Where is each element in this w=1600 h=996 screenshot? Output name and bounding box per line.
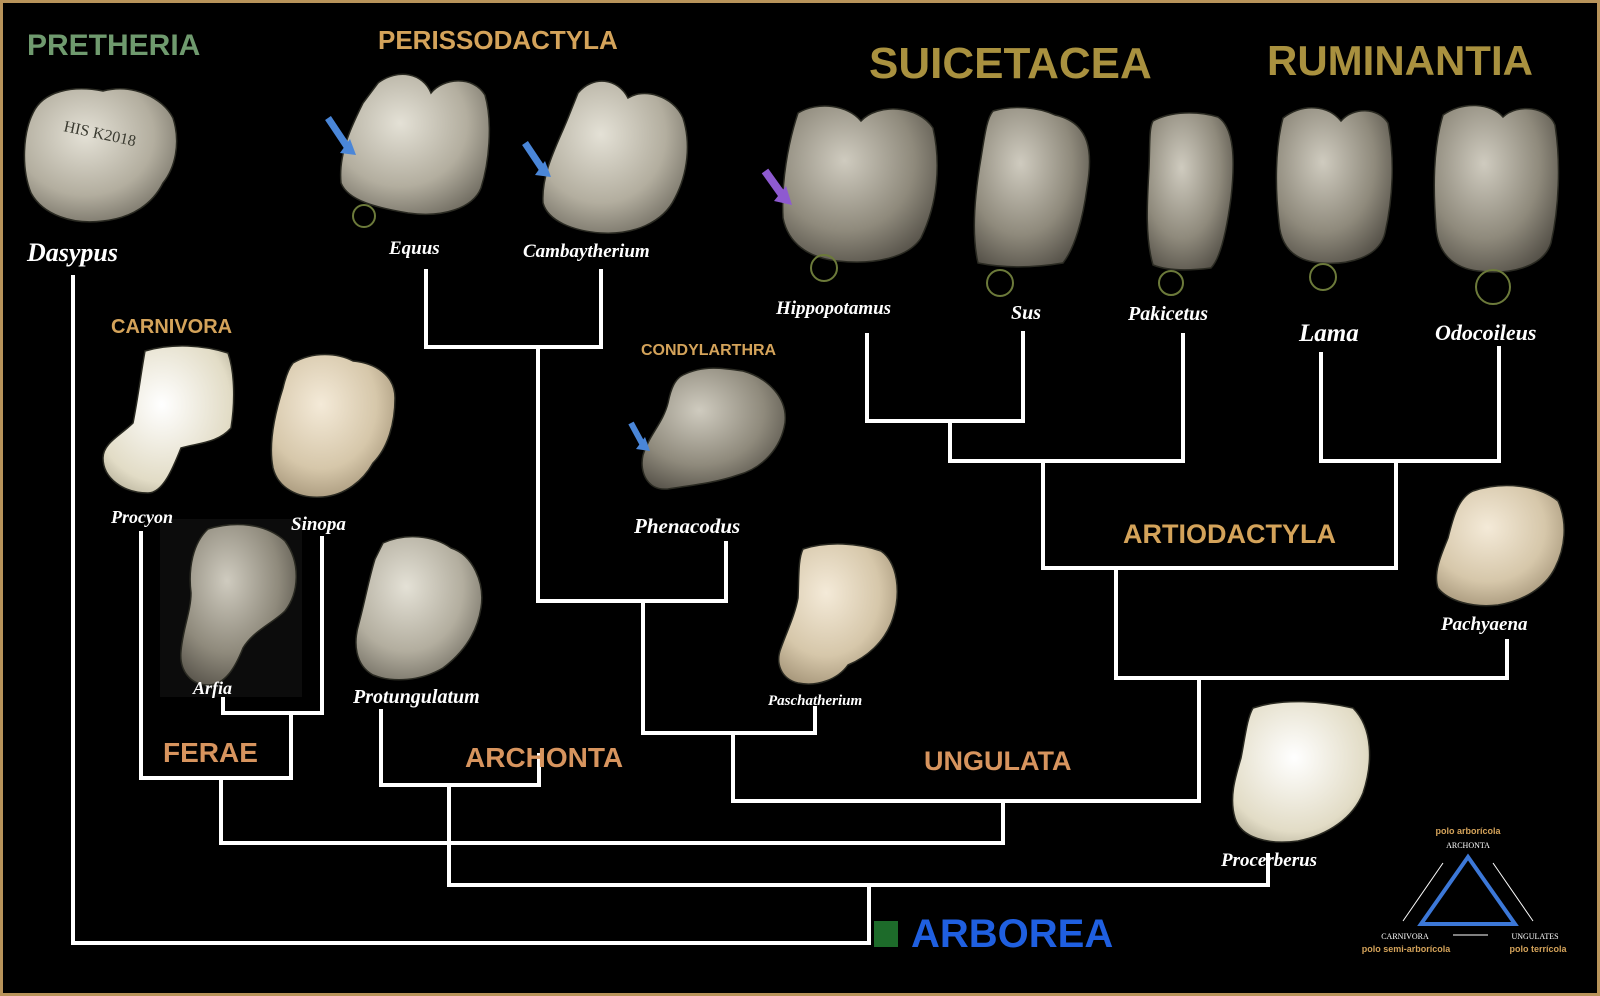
legend-right-vertex: UNGULATES (1511, 932, 1558, 941)
taxon-dasypus: Dasypus (26, 238, 118, 267)
group-ungulata: UNGULATA (924, 746, 1071, 776)
taxon-lama: Lama (1298, 320, 1359, 347)
taxon-sus: Sus (1011, 302, 1041, 324)
taxon-equus: Equus (388, 238, 440, 259)
group-perissodactyla: PERISSODACTYLA (378, 25, 618, 55)
branch-sinopa (289, 536, 324, 715)
group-carnivora: CARNIVORA (111, 316, 232, 338)
bone-paschatherium (777, 543, 898, 685)
branch-archonta-protungulatum (379, 709, 451, 787)
branch-suicetacea-inner (865, 333, 952, 463)
astragalus-images: HIS K2018 (23, 73, 1565, 843)
bone-hippopotamus (761, 105, 938, 282)
branch-paschatherium (641, 706, 817, 735)
bone-equus (325, 73, 491, 228)
branch-dasypus (71, 275, 871, 945)
taxon-pachyaena: Pachyaena (1440, 614, 1528, 635)
bone-pakicetus (1146, 112, 1234, 296)
branch-ferae-ungulata (219, 799, 1005, 845)
tree-lines (71, 269, 1509, 945)
bone-protungulatum (355, 535, 483, 681)
bone-pachyaena (1435, 484, 1565, 607)
group-pretheria: PRETHERIA (27, 29, 200, 62)
taxon-odocoileus: Odocoileus (1435, 320, 1536, 345)
arborea-node-marker (874, 921, 898, 947)
group-ruminantia: RUMINANTIA (1267, 37, 1533, 84)
taxon-hippopotamus: Hippopotamus (775, 298, 891, 319)
legend-triangle: polo arborícola ARCHONTA CARNIVORA UNGUL… (1362, 826, 1568, 954)
phylogeny-diagram: HIS K2018 (23, 25, 1568, 956)
group-condylarthra: CONDYLARTHRA (641, 342, 777, 359)
bone-procyon (102, 345, 235, 494)
bone-sus (973, 106, 1091, 297)
taxon-pakicetus: Pakicetus (1127, 303, 1208, 325)
taxon-sinopa: Sinopa (291, 514, 346, 535)
branch-ruminantia (1114, 459, 1398, 570)
branch-sus (865, 331, 1025, 423)
branch-procerberus (447, 853, 1270, 887)
bone-lama (1275, 107, 1393, 291)
group-artiodactyla: ARTIODACTYLA (1123, 519, 1336, 549)
bone-arfia (160, 519, 302, 697)
bone-phenacodus (628, 367, 786, 490)
branch-cambaytherium (536, 269, 603, 349)
branch-perissodactyla (424, 269, 540, 603)
branch-phenacodus (536, 541, 728, 603)
branch-ferae (139, 531, 223, 845)
taxon-procerberus: Procerberus (1220, 850, 1317, 871)
branch-artiodactyla-base (1114, 639, 1509, 680)
bone-cambaytherium (522, 80, 689, 234)
taxon-procyon: Procyon (110, 507, 173, 527)
legend-top-pole: polo arborícola (1435, 826, 1501, 836)
group-ferae: FERAE (163, 737, 258, 768)
branch-suicetacea (948, 333, 1185, 463)
legend-right-pole: polo terrícola (1509, 944, 1567, 954)
legend-left-vertex: CARNIVORA (1381, 932, 1429, 941)
bone-sinopa (270, 353, 396, 498)
group-labels: PRETHERIA PERISSODACTYLA SUICETACEA RUMI… (27, 25, 1533, 956)
bone-odocoileus (1433, 104, 1560, 305)
bone-procerberus (1231, 700, 1371, 843)
group-arborea: ARBOREA (911, 912, 1113, 956)
branch-ruminantia-lama (1319, 346, 1501, 463)
branch-ungulata (641, 599, 735, 803)
bone-dasypus: HIS K2018 (23, 88, 178, 223)
taxon-paschatherium: Paschatherium (768, 693, 862, 709)
legend-top-vertex: ARCHONTA (1446, 841, 1490, 850)
branch-artiodactyla (1041, 459, 1118, 680)
triangle-icon (1417, 853, 1519, 926)
taxon-labels: Dasypus Equus Cambaytherium Hippopotamus… (26, 238, 1536, 871)
legend-left-pole: polo semi-arborícola (1362, 944, 1452, 954)
group-suicetacea: SUICETACEA (869, 39, 1152, 88)
taxon-phenacodus: Phenacodus (633, 514, 740, 538)
group-archonta: ARCHONTA (465, 742, 623, 773)
taxon-protungulatum: Protungulatum (352, 686, 480, 708)
branch-ungulata-right (731, 676, 1201, 803)
taxon-cambaytherium: Cambaytherium (523, 241, 650, 262)
taxon-arfia: Arfia (192, 678, 232, 698)
branch-archonta-ungulata (447, 753, 541, 887)
